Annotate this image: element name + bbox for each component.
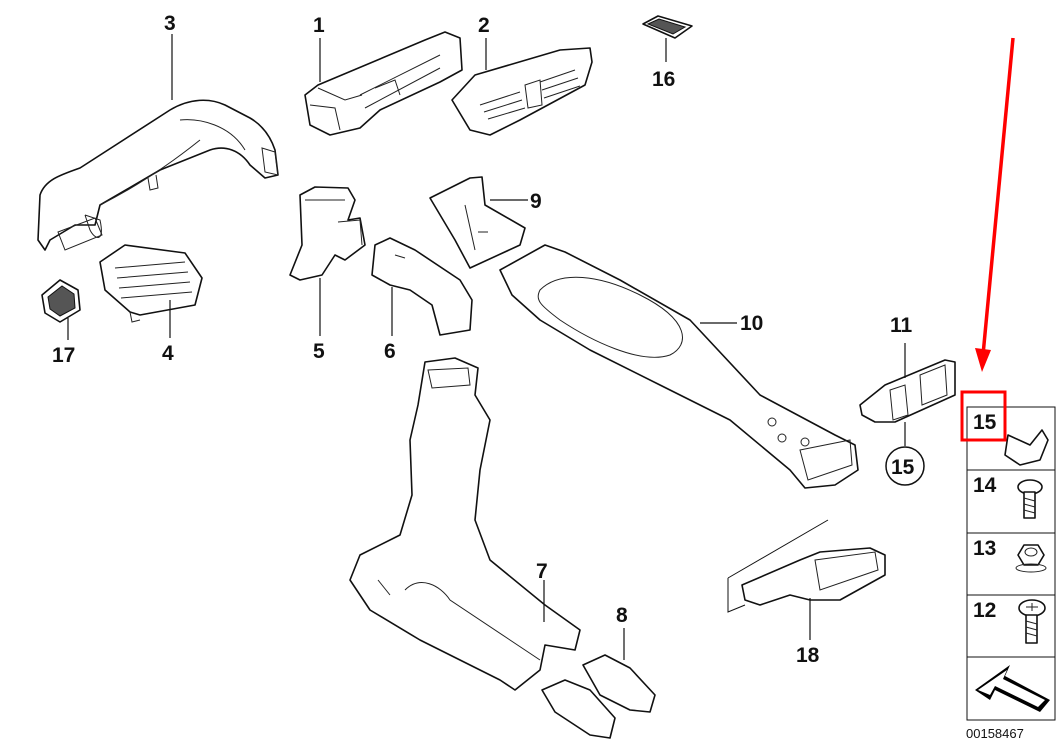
hex-nut-icon (1015, 544, 1047, 573)
part-16-grille[interactable] (642, 15, 693, 39)
part-1-vent-housing[interactable] (304, 31, 463, 136)
highlight-box-15 (960, 390, 1007, 442)
part-10-rear-duct[interactable] (499, 244, 859, 489)
phillips-screw-icon (1018, 599, 1046, 644)
callout-6: 6 (384, 340, 396, 363)
part-5-duct-adapter[interactable] (289, 186, 366, 281)
callout-7: 7 (536, 560, 548, 583)
callout-2: 2 (478, 14, 490, 37)
part-6-duct-elbow[interactable] (371, 237, 473, 336)
highlight-arrow (975, 37, 1015, 372)
screw-icon (1017, 479, 1043, 519)
part-3-duct[interactable] (37, 99, 279, 251)
clip-icon (1004, 429, 1049, 466)
legend-label-13: 13 (973, 537, 996, 560)
part-17-grille[interactable] (41, 279, 81, 323)
callout-18: 18 (796, 644, 820, 667)
part-4-vent[interactable] (99, 244, 203, 323)
part-7-floor-duct[interactable] (349, 357, 581, 691)
direction-arrow-icon (975, 665, 1050, 712)
part-2-center-vent[interactable] (451, 47, 593, 136)
callout-16: 16 (652, 68, 675, 91)
callout-9: 9 (530, 190, 542, 213)
part-8-duct-nozzles[interactable] (541, 654, 656, 739)
part-9-duct-adapter[interactable] (429, 176, 526, 269)
callout-17: 17 (52, 344, 75, 367)
callout-15-circle (885, 446, 925, 486)
callout-3: 3 (164, 12, 176, 35)
legend-item-13[interactable]: 13 (973, 537, 1047, 573)
callout-4: 4 (162, 342, 174, 365)
legend-label-14: 14 (973, 474, 997, 497)
part-18-duct-connector[interactable] (727, 519, 886, 613)
legend-label-15: 15 (973, 411, 997, 434)
legend-item-14[interactable]: 14 (973, 474, 1043, 519)
legend-label-12: 12 (973, 599, 996, 622)
diagram-code: 00158467 (966, 726, 1024, 741)
callout-11: 11 (890, 314, 913, 337)
callout-10: 10 (740, 312, 763, 335)
callout-1: 1 (313, 14, 325, 37)
legend-item-12[interactable]: 12 (973, 599, 1046, 644)
callout-8: 8 (616, 604, 628, 627)
legend-item-15[interactable]: 15 (973, 411, 1049, 466)
callout-5: 5 (313, 340, 325, 363)
hardware-legend: 15 14 13 12 (966, 406, 1056, 721)
part-11-rear-vent[interactable] (859, 359, 956, 423)
callout-15-circled: 15 (891, 456, 915, 479)
